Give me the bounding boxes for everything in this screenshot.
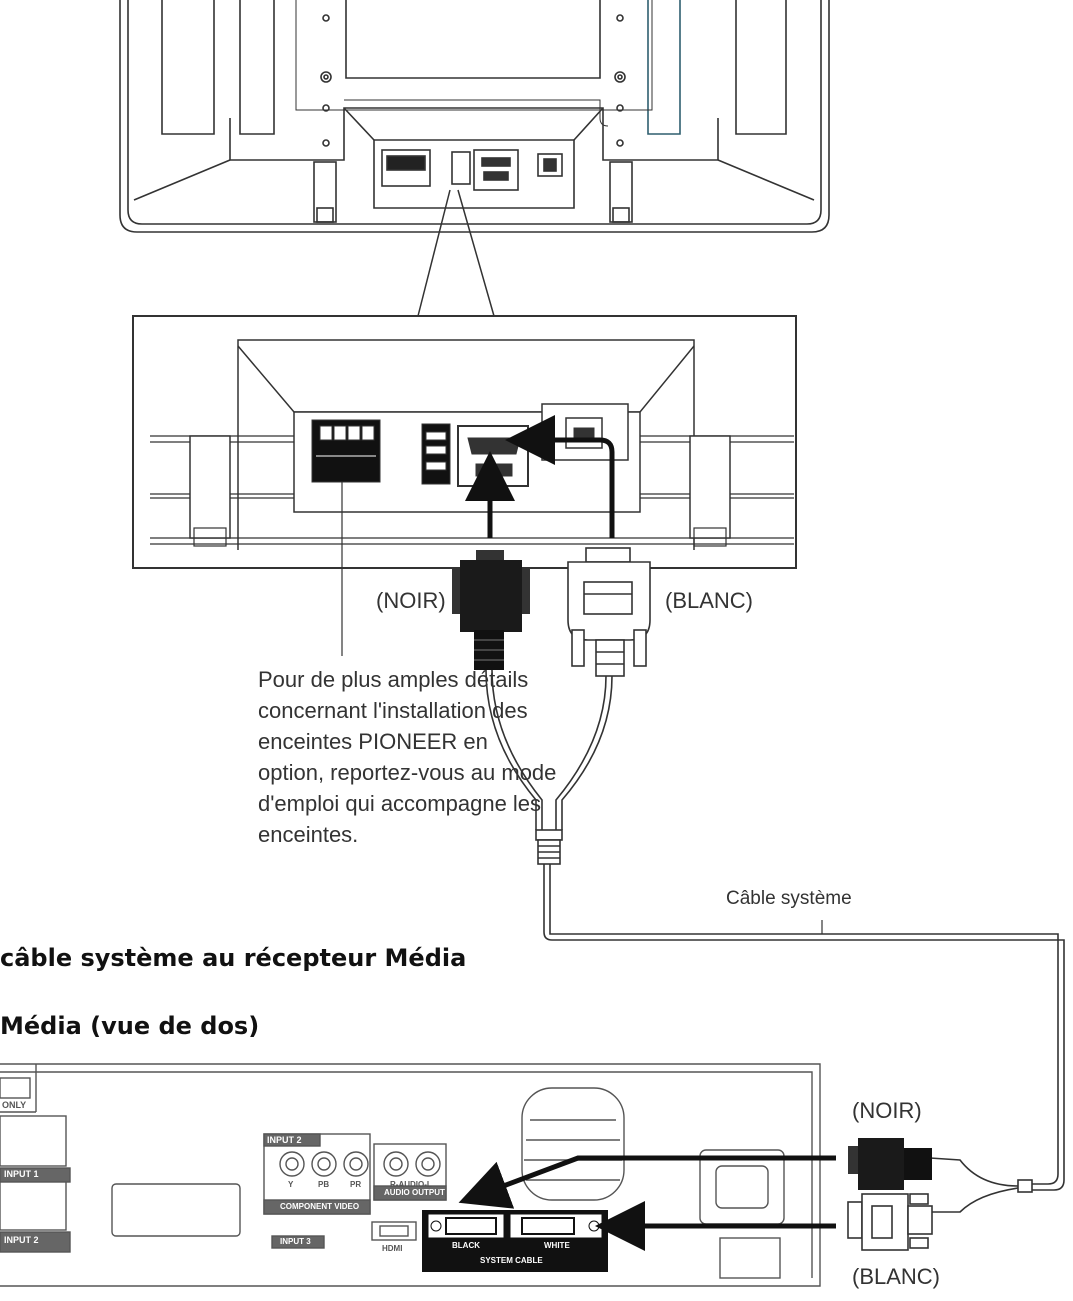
receiver-label-input3: INPUT 3 xyxy=(280,1237,311,1246)
white-connector-top xyxy=(567,547,651,677)
receiver-label-component-video: COMPONENT VIDEO xyxy=(280,1202,360,1211)
label-system-cable: Câble système xyxy=(726,888,852,909)
receiver-label-only: ONLY xyxy=(2,1100,27,1110)
receiver-label-input2: INPUT 2 xyxy=(267,1135,302,1145)
receiver-label-y: Y xyxy=(288,1180,294,1189)
media-receiver-rear xyxy=(0,1063,821,1287)
receiver-label-pr: PR xyxy=(350,1180,362,1189)
display-rear-view xyxy=(119,0,830,233)
black-connector-bottom xyxy=(848,1138,932,1190)
receiver-arrows xyxy=(458,1155,836,1251)
black-connector-top xyxy=(452,550,530,670)
receiver-label-input2-scart: INPUT 2 xyxy=(4,1235,39,1245)
heading-step: câble système au récepteur Média xyxy=(0,944,467,972)
receiver-label-input1: INPUT 1 xyxy=(4,1169,39,1179)
label-blanc-bottom: (BLANC) xyxy=(852,1264,941,1289)
receiver-label-white: WHITE xyxy=(544,1241,570,1250)
receiver-label-audio-lr: R-AUDIO-L xyxy=(390,1180,432,1189)
label-blanc-top: (BLANC) xyxy=(665,588,754,613)
receiver-label-black: BLACK xyxy=(452,1241,480,1250)
receiver-label-hdmi: HDMI xyxy=(382,1244,403,1253)
heading-receiver: Média (vue de dos) xyxy=(0,1012,260,1040)
receiver-label-system-cable: SYSTEM CABLE xyxy=(480,1256,543,1265)
label-noir-top: (NOIR) xyxy=(376,588,446,613)
white-connector-bottom xyxy=(847,1193,933,1251)
receiver-system-cable-panel xyxy=(422,1210,608,1272)
system-cable-wires xyxy=(485,669,1065,1213)
receiver-label-pb: PB xyxy=(318,1180,330,1189)
connection-arrows xyxy=(465,415,615,538)
label-noir-bottom: (NOIR) xyxy=(852,1098,922,1123)
receiver-label-audio-output: AUDIO OUTPUT xyxy=(384,1188,445,1197)
note-text: Pour de plus amples détails concernant l… xyxy=(258,667,557,847)
